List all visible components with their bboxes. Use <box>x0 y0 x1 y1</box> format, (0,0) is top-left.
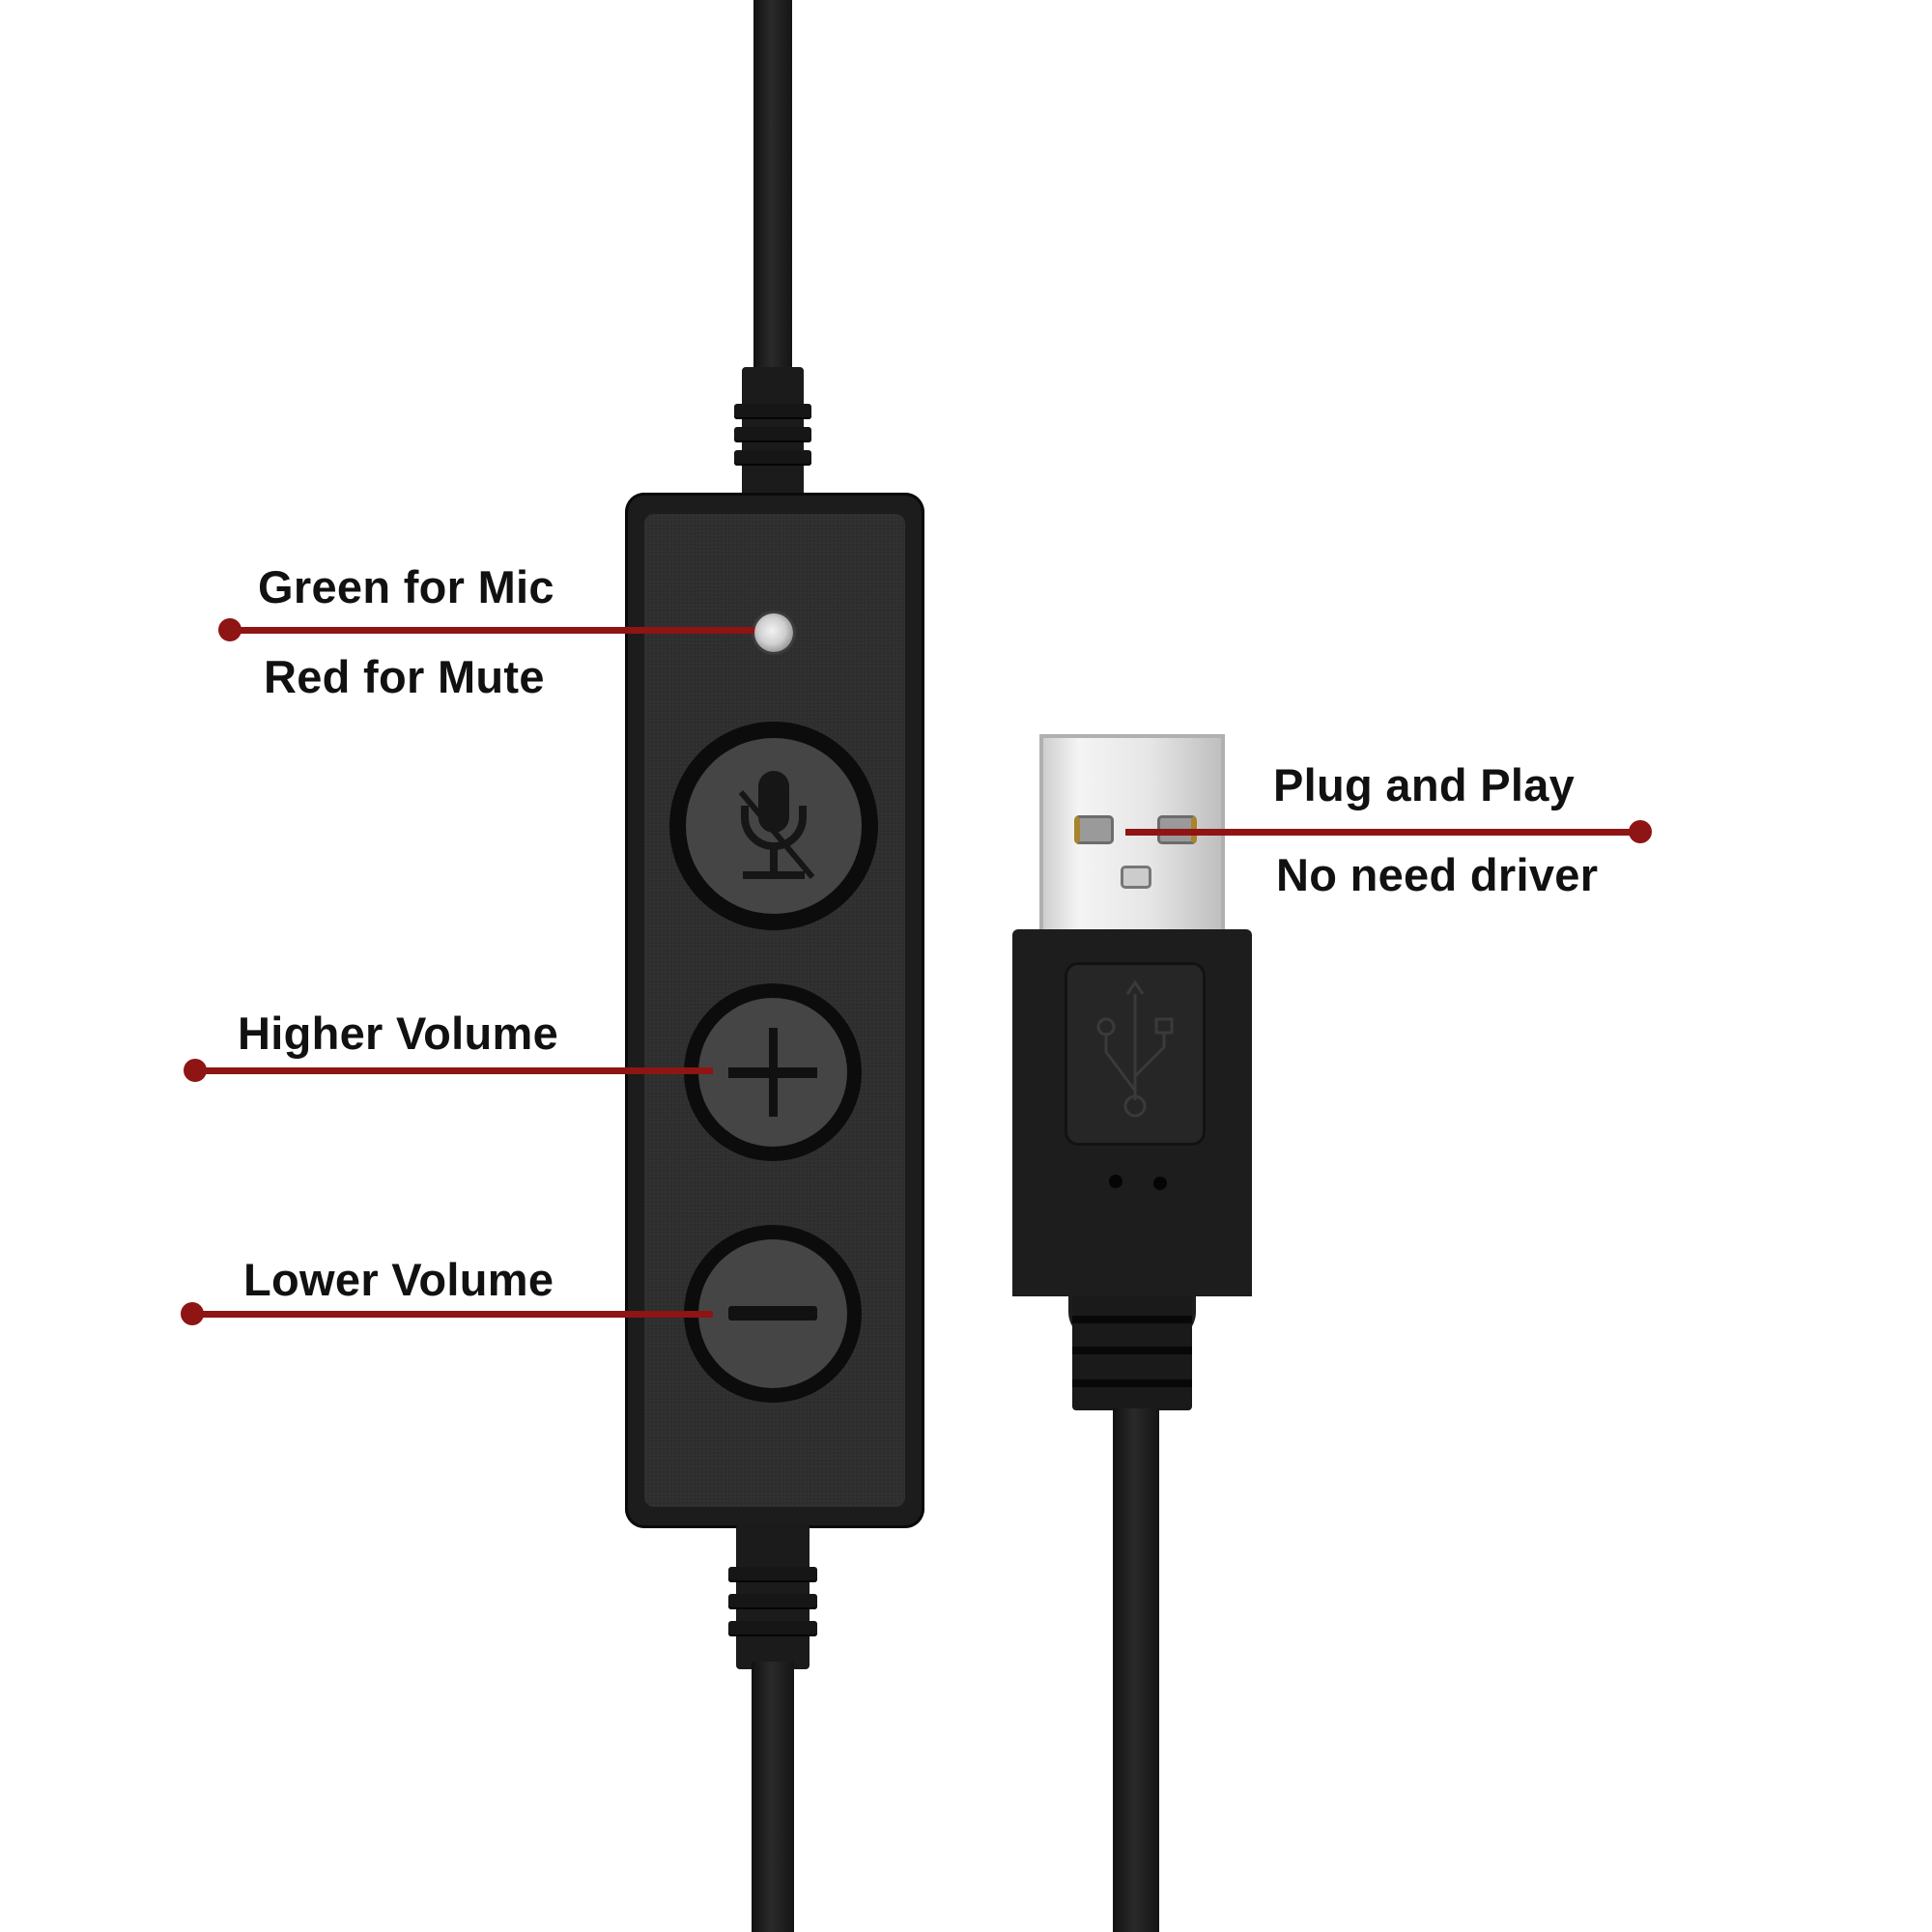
label-higher-volume: Higher Volume <box>238 1008 559 1059</box>
top-cable <box>753 0 792 377</box>
usb-contact-center <box>1121 866 1151 889</box>
usb-plug <box>1012 929 1252 1296</box>
volume-up-button[interactable] <box>684 983 862 1161</box>
callout-line-led <box>238 627 754 634</box>
callout-line-volume-down <box>198 1311 713 1318</box>
usb-trident-icon <box>1096 980 1174 1118</box>
mic-mute-icon <box>738 771 815 879</box>
label-lower-volume: Lower Volume <box>243 1254 554 1305</box>
callout-dot-usb <box>1629 820 1652 843</box>
minus-icon <box>727 1305 817 1321</box>
volume-down-button[interactable] <box>684 1225 862 1403</box>
label-red-for-mute: Red for Mute <box>264 651 545 702</box>
label-plug-and-play: Plug and Play <box>1273 759 1576 810</box>
bottom-cable <box>752 1662 794 1932</box>
usb-logo-panel <box>1065 962 1206 1146</box>
callout-line-usb <box>1125 829 1633 836</box>
label-green-for-mic: Green for Mic <box>258 561 554 612</box>
label-no-need-driver: No need driver <box>1276 849 1599 900</box>
usb-cable <box>1113 1408 1159 1932</box>
usb-strain-relief <box>1072 1296 1192 1410</box>
status-led <box>754 613 793 652</box>
callout-line-volume-up <box>201 1067 713 1074</box>
plus-icon <box>727 1027 817 1117</box>
usb-hole-left <box>1109 1175 1122 1188</box>
bottom-strain-relief <box>728 1524 817 1669</box>
usb-hole-right <box>1153 1177 1167 1190</box>
top-strain-relief <box>734 367 811 497</box>
usb-contact-left <box>1074 815 1114 844</box>
mic-mute-button[interactable] <box>669 722 878 930</box>
